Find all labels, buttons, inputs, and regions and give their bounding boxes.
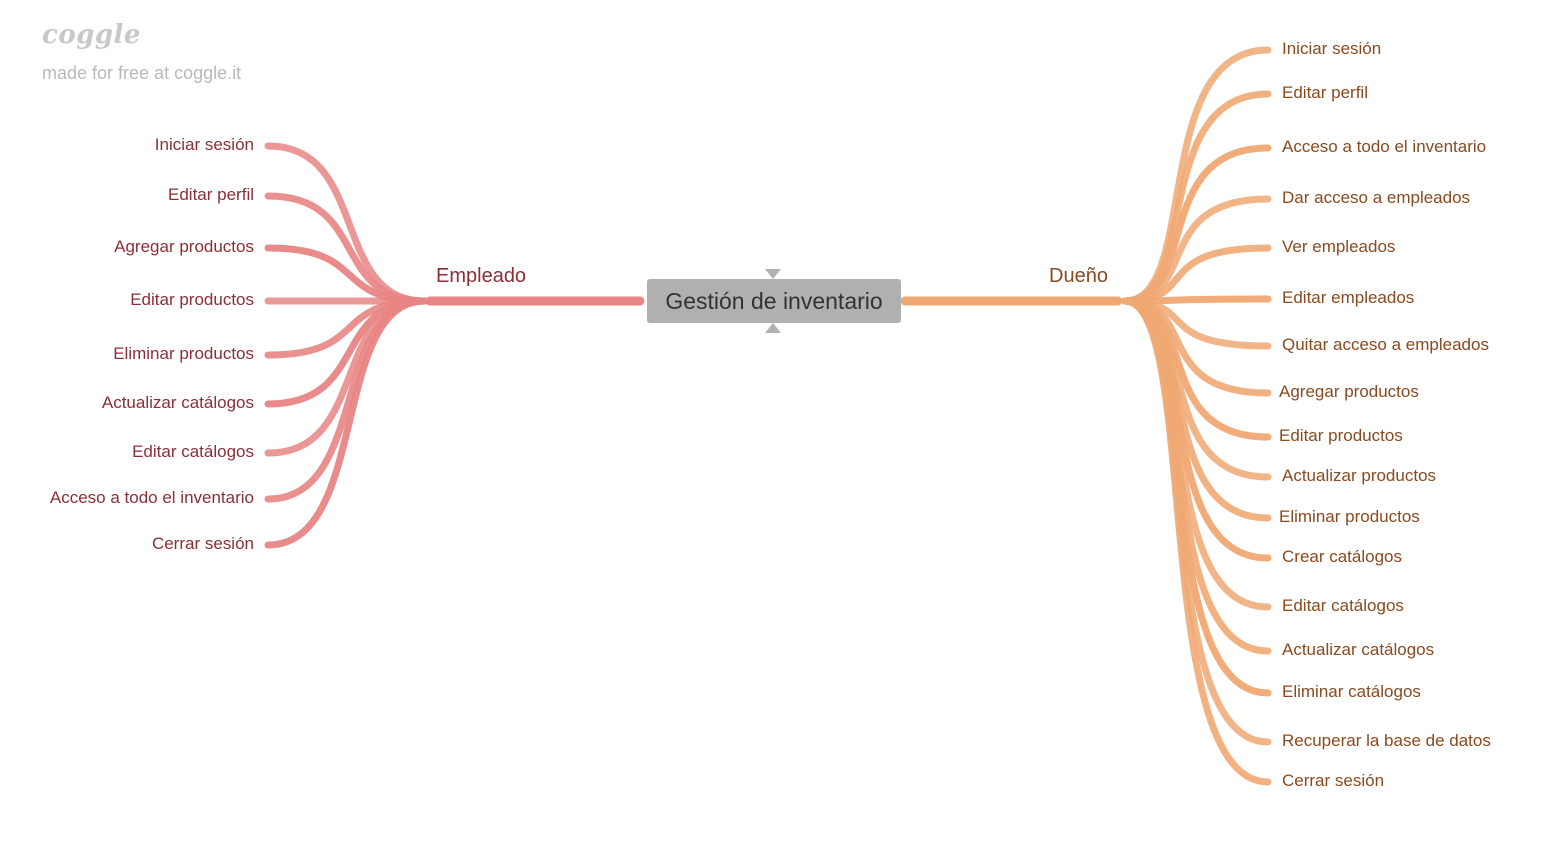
dueno-leaf-crear-catalogos[interactable]: Crear catálogos — [1282, 547, 1403, 566]
central-node[interactable]: Gestión de inventario — [647, 279, 901, 323]
dueno-leaf-eliminar-catalogos[interactable]: Eliminar catálogos — [1282, 682, 1421, 701]
dueno-leaf-agregar-productos[interactable]: Agregar productos — [1279, 382, 1419, 401]
dueno-leaf-editar-empleados[interactable]: Editar empleados — [1282, 288, 1415, 307]
empleado-leaf-iniciar-sesion[interactable]: Iniciar sesión — [154, 135, 254, 154]
empleado-leaf-editar-productos[interactable]: Editar productos — [130, 290, 254, 309]
empleado-leaf-actualizar-catalogos[interactable]: Actualizar catálogos — [101, 393, 254, 412]
dueno-leaf-eliminar-productos[interactable]: Eliminar productos — [1279, 507, 1420, 526]
coggle-logo[interactable]: coggle — [42, 20, 141, 50]
central-node-top-handle — [765, 269, 781, 279]
empleado-leaf-cerrar-sesion[interactable]: Cerrar sesión — [151, 534, 254, 553]
central-node-label: Gestión de inventario — [665, 287, 883, 314]
dueno-leaf-dar-acceso-a-empleados[interactable]: Dar acceso a empleados — [1282, 188, 1471, 207]
empleado-link-agregar-productos — [264, 244, 429, 305]
empleado-leaf-acceso-a-todo-el-inventario[interactable]: Acceso a todo el inventario — [49, 488, 254, 507]
dueno-leaf-acceso-a-todo-el-inventario[interactable]: Acceso a todo el inventario — [1282, 137, 1487, 156]
dueno-leaf-editar-productos[interactable]: Editar productos — [1279, 426, 1403, 445]
dueno-leaf-recuperar-la-base-de-datos[interactable]: Recuperar la base de datos — [1282, 731, 1491, 750]
dueno-leaf-cerrar-sesion[interactable]: Cerrar sesión — [1282, 771, 1385, 790]
branch-label-dueno[interactable]: Dueño — [1049, 265, 1108, 287]
empleado-leaf-agregar-productos[interactable]: Agregar productos — [114, 237, 254, 256]
empleado-link-cerrar-sesion — [264, 297, 429, 549]
dueno-leaf-quitar-acceso-a-empleados[interactable]: Quitar acceso a empleados — [1282, 335, 1489, 354]
empleado-link-iniciar-sesion — [264, 142, 429, 305]
dueno-leaf-ver-empleados[interactable]: Ver empleados — [1282, 237, 1396, 256]
central-node-bottom-handle — [765, 323, 781, 333]
dueno-leaf-actualizar-catalogos[interactable]: Actualizar catálogos — [1282, 640, 1435, 659]
dueno-leaf-editar-perfil[interactable]: Editar perfil — [1282, 83, 1368, 102]
empleado-leaf-eliminar-productos[interactable]: Eliminar productos — [113, 344, 254, 363]
made-with-tagline[interactable]: made for free at coggle.it — [42, 63, 242, 83]
dueno-leaf-actualizar-productos[interactable]: Actualizar productos — [1282, 466, 1437, 485]
branch-label-empleado[interactable]: Empleado — [436, 265, 527, 287]
empleado-leaf-editar-catalogos[interactable]: Editar catálogos — [132, 442, 254, 461]
dueno-link-cerrar-sesion — [1121, 297, 1272, 786]
dueno-leaf-editar-catalogos[interactable]: Editar catálogos — [1282, 596, 1404, 615]
dueno-leaf-iniciar-sesion[interactable]: Iniciar sesión — [1282, 39, 1382, 58]
empleado-leaf-editar-perfil[interactable]: Editar perfil — [168, 185, 254, 204]
